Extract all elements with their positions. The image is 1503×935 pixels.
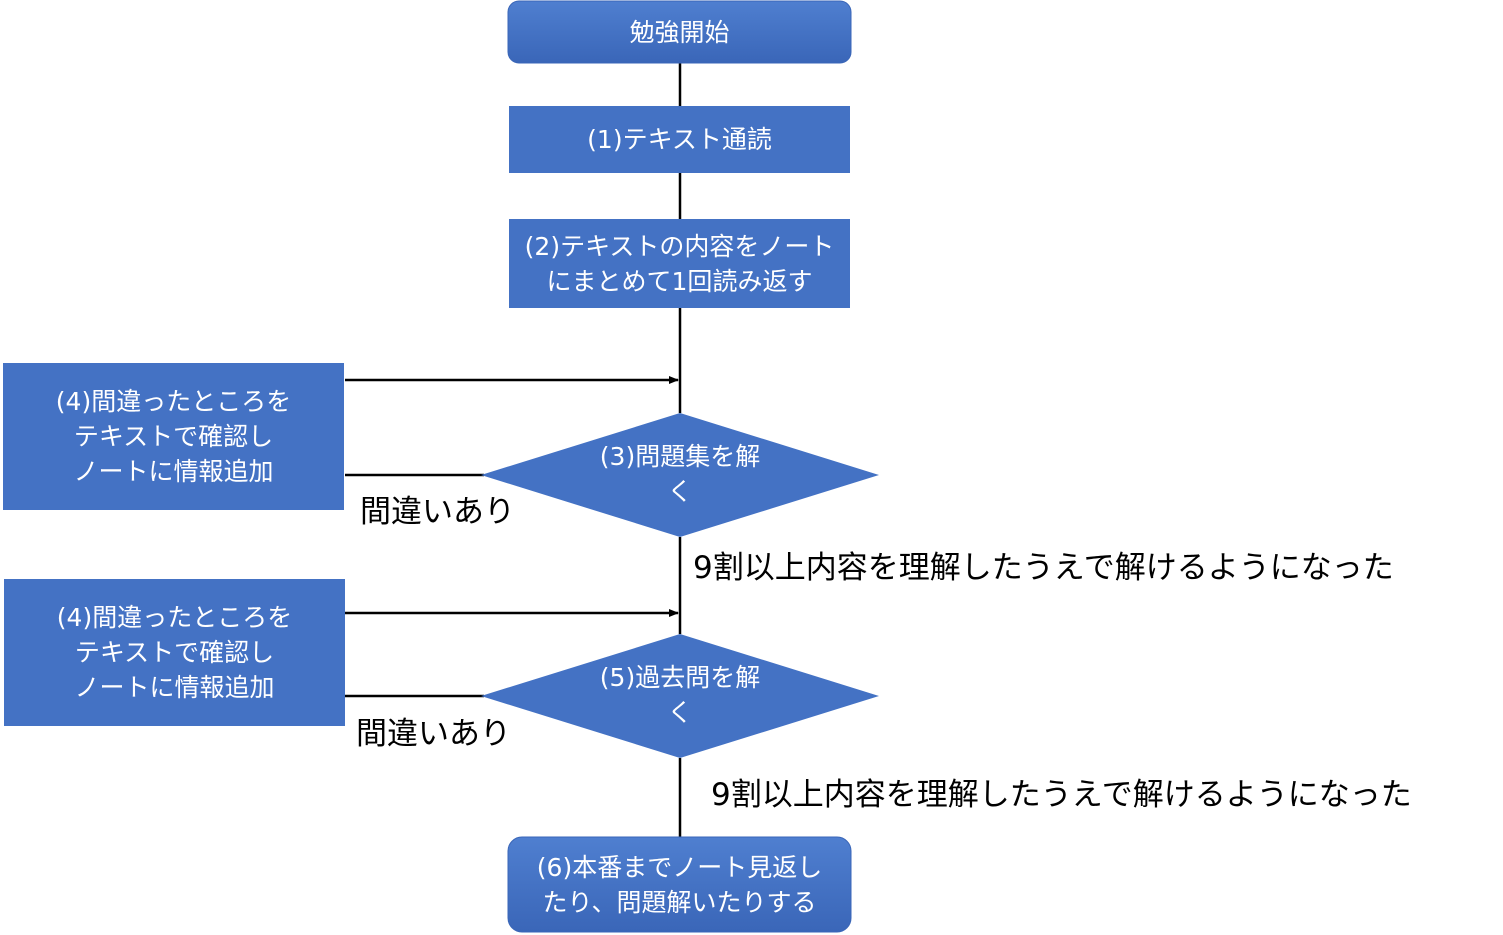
step5-mistake-edge-label: 間違いあり [356, 716, 511, 752]
step3-decision-shape [481, 413, 879, 537]
end-node-shape [507, 836, 852, 933]
fix-b-node-line: (4)間違ったところを [56, 603, 293, 632]
fix-a-node-label: (4)間違ったところを テキストで確認し ノートに情報追加 [3, 363, 344, 510]
end-node-line: (6)本番までノート見返し [536, 852, 823, 882]
fix-a-node-line: ノートに情報追加 [73, 457, 274, 486]
step3-pass-edge-label: 9割以上内容を理解したうえで解けるようになった [693, 550, 1394, 586]
step5-decision-shape [481, 634, 879, 758]
step5-decision-line: (5)過去問を解 [599, 663, 761, 692]
fix-a-node-line: (4)間違ったところを [55, 387, 292, 416]
step2-node-line: にまとめて1回読み返す [546, 266, 813, 296]
end-node-label: (6)本番までノート見返し たり、問題解いたりする [508, 837, 851, 932]
step5-decision-label: (5)過去問を解 く [560, 657, 800, 733]
step1-node-label: (1)テキスト通読 [509, 106, 850, 173]
step5-decision-line: く [667, 698, 693, 727]
end-node-line: たり、問題解いたりする [542, 887, 817, 917]
step5-pass-edge-label: 9割以上内容を理解したうえで解けるようになった [711, 777, 1412, 813]
step2-node-label: (2)テキストの内容をノート にまとめて1回読み返す [509, 219, 850, 308]
fix-b-node-line: テキストで確認し [74, 638, 275, 667]
fix-a-node-shape [3, 363, 344, 510]
step1-node-shape [509, 106, 850, 173]
start-node-shape [507, 0, 852, 64]
step2-node-shape [509, 219, 850, 308]
fix-b-node-shape [4, 579, 345, 726]
step3-mistake-edge-label: 間違いあり [360, 494, 515, 530]
step3-decision-line: く [667, 477, 693, 506]
step1-node-text: (1)テキスト通読 [587, 125, 772, 154]
fix-b-node-label: (4)間違ったところを テキストで確認し ノートに情報追加 [4, 579, 345, 726]
fix-b-node-line: ノートに情報追加 [74, 673, 275, 702]
fix-a-node-line: テキストで確認し [73, 422, 274, 451]
start-node-label: 勉強開始 [508, 1, 851, 63]
step3-decision-line: (3)問題集を解 [599, 442, 761, 471]
start-node-text: 勉強開始 [629, 17, 730, 47]
step3-decision-label: (3)問題集を解 く [560, 436, 800, 512]
step2-node-line: (2)テキストの内容をノート [524, 231, 835, 261]
